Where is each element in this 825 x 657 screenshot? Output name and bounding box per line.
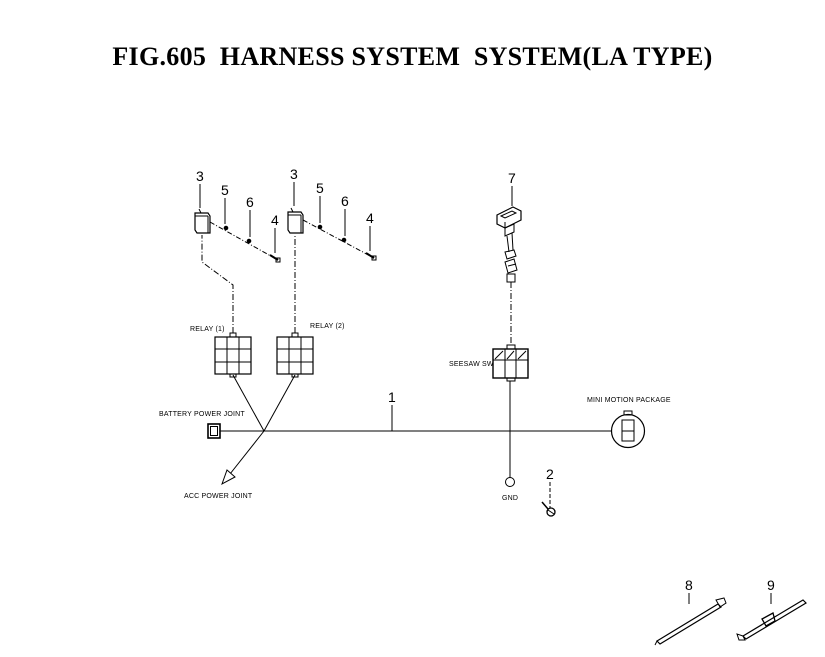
seesaw-sw-label: SEESAW SW [449, 361, 494, 368]
callout-6-right: 6 [341, 193, 349, 209]
seesaw-switch-part [496, 206, 522, 283]
acc-power-joint-label: ACC POWER JOINT [184, 493, 253, 500]
bracket-right [287, 207, 304, 234]
callout-3-right: 3 [290, 166, 298, 182]
callout-7: 7 [508, 170, 516, 186]
callout-4-left: 4 [271, 212, 279, 228]
mini-motion-package [610, 410, 646, 449]
bracket-left [194, 208, 211, 234]
callout-8: 8 [685, 577, 693, 593]
battery-power-joint-connector [207, 423, 221, 439]
relay-2 [276, 332, 314, 378]
acc-branch-wire [229, 430, 265, 475]
hardware-chain-left [209, 221, 279, 261]
relay1-branch-wire [232, 374, 265, 432]
relay-2-label: RELAY (2) [310, 323, 345, 330]
relay1-mount-line [201, 235, 234, 333]
callout-5-right: 5 [316, 180, 324, 196]
hardware-chain-right [302, 219, 375, 259]
callout-9: 9 [767, 577, 775, 593]
bolt-right [365, 252, 377, 261]
callout-1: 1 [388, 389, 396, 405]
relay-1 [214, 332, 252, 378]
callout-3-left: 3 [196, 168, 204, 184]
callout-5-left: 5 [221, 182, 229, 198]
bolt-left [269, 254, 281, 263]
mini-motion-package-label: MINI MOTION PACKAGE [587, 397, 671, 404]
ground-screw [541, 501, 556, 517]
callout-6-left: 6 [246, 194, 254, 210]
callout-2: 2 [546, 466, 554, 482]
acc-arrow-head [221, 469, 236, 486]
battery-power-joint-label: BATTERY POWER JOINT [159, 411, 245, 418]
callout-4-right: 4 [366, 210, 374, 226]
page-title: FIG.605 HARNESS SYSTEM SYSTEM(LA TYPE) [112, 42, 713, 71]
gnd-label: GND [502, 495, 518, 502]
cable-tie-9 [736, 599, 807, 641]
relay2-branch-wire [263, 374, 296, 432]
cable-tie-8 [654, 597, 727, 646]
relay-1-label: RELAY (1) [190, 326, 225, 333]
seesaw-connector [492, 344, 529, 382]
gnd-terminal [505, 477, 515, 487]
